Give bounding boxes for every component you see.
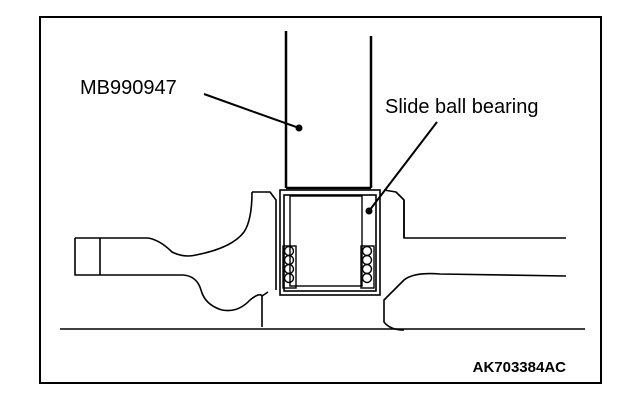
tool-label: MB990947 (80, 77, 177, 99)
special-tool-shaft (284, 31, 373, 190)
tool-leader-line (203, 93, 300, 129)
leader-lines (203, 93, 438, 215)
tool-leader-dot (295, 124, 303, 132)
bearing-leader-dot (365, 207, 373, 215)
slide-ball-bearing (282, 195, 375, 289)
figure-border (39, 16, 602, 384)
figure-code: AK703384AC (473, 359, 567, 376)
bearing-label: Slide ball bearing (385, 96, 538, 118)
bearing-bore (279, 189, 381, 296)
bearing-leader-line (368, 121, 438, 212)
knuckle-housing (60, 189, 585, 331)
